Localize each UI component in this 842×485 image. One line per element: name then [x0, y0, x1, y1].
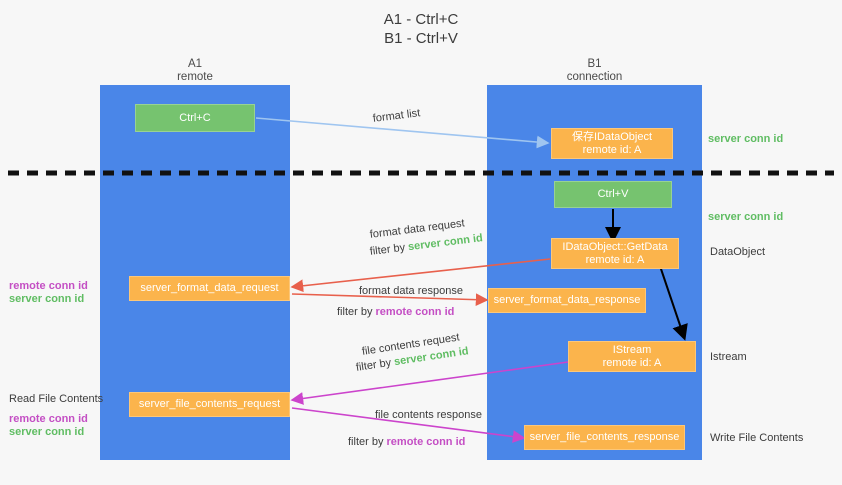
annotation-read-file-contents: Read File Contents — [9, 393, 104, 405]
lane-a1-name: A1 — [187, 58, 203, 70]
annotation-server-conn-id-2: server conn id — [9, 426, 85, 438]
node-istream-line1: IStream — [612, 343, 652, 356]
annotation-dataobject: DataObject — [710, 246, 766, 258]
node-ctrl-v[interactable]: Ctrl+V — [554, 181, 672, 208]
node-save-dataobject-line1: 保存IDataObject — [571, 130, 653, 143]
node-server-format-data-response[interactable]: server_format_data_response — [488, 288, 646, 313]
node-server-format-data-request[interactable]: server_format_data_request — [129, 276, 290, 301]
node-server-file-contents-request-label: server_file_contents_request — [138, 398, 281, 410]
title-line-2: B1 - Ctrl+V — [384, 30, 458, 47]
node-server-file-contents-response[interactable]: server_file_contents_response — [524, 425, 685, 450]
title-line-1: A1 - Ctrl+C — [383, 11, 459, 28]
node-istream[interactable]: IStream remote id: A — [568, 341, 696, 372]
filter-prefix-3: filter by — [355, 356, 396, 374]
lane-header-b1: B1 connection — [487, 58, 702, 84]
edge-label-file-contents-response: file contents response — [375, 409, 483, 421]
edge-label-format-data-response: format data response — [359, 285, 463, 297]
node-getdata-line2: remote id: A — [585, 253, 645, 266]
filter-prefix-2: filter by — [337, 306, 376, 318]
filter-prefix-4: filter by — [348, 436, 387, 448]
node-save-dataobject-line2: remote id: A — [582, 143, 642, 156]
lane-b1-name: B1 — [587, 58, 602, 70]
edge-label-file-contents-response-filter: filter by remote conn id — [348, 435, 465, 449]
annotation-istream: Istream — [710, 351, 747, 363]
annotation-remote-conn-id-2: remote conn id — [9, 413, 88, 425]
edge-label-format-list: format list — [372, 107, 421, 125]
annotation-write-file-contents: Write File Contents — [710, 432, 804, 444]
annotation-server-conn-id-1: server conn id — [9, 293, 85, 305]
node-istream-line2: remote id: A — [602, 356, 662, 369]
node-server-file-contents-response-label: server_file_contents_response — [529, 431, 680, 443]
annotation-server-conn-id-mid: server conn id — [708, 211, 784, 223]
node-getdata[interactable]: IDataObject::GetData remote id: A — [551, 238, 679, 269]
node-save-dataobject[interactable]: 保存IDataObject remote id: A — [551, 128, 673, 159]
filter-prefix-1: filter by — [369, 241, 409, 258]
edge-label-format-data-response-filter: filter by remote conn id — [337, 305, 454, 319]
annotation-remote-conn-id-1: remote conn id — [9, 280, 88, 292]
node-server-format-data-response-label: server_format_data_response — [493, 294, 641, 306]
node-getdata-line1: IDataObject::GetData — [562, 240, 668, 253]
filter-key-remote-conn-id-1: remote conn id — [375, 306, 455, 318]
lane-a1-sub: remote — [177, 71, 213, 83]
diagram-title: A1 - Ctrl+C B1 - Ctrl+V — [0, 10, 842, 48]
node-ctrl-c-label: Ctrl+C — [179, 111, 211, 124]
lane-header-a1: A1 remote — [100, 58, 290, 84]
node-ctrl-v-label: Ctrl+V — [597, 188, 629, 200]
annotation-server-conn-id-top: server conn id — [708, 133, 784, 145]
lane-b1-sub: connection — [566, 71, 623, 83]
node-server-format-data-request-label: server_format_data_request — [140, 282, 279, 294]
node-server-file-contents-request[interactable]: server_file_contents_request — [129, 392, 290, 417]
node-ctrl-c[interactable]: Ctrl+C — [135, 104, 255, 132]
filter-key-remote-conn-id-2: remote conn id — [386, 436, 466, 448]
